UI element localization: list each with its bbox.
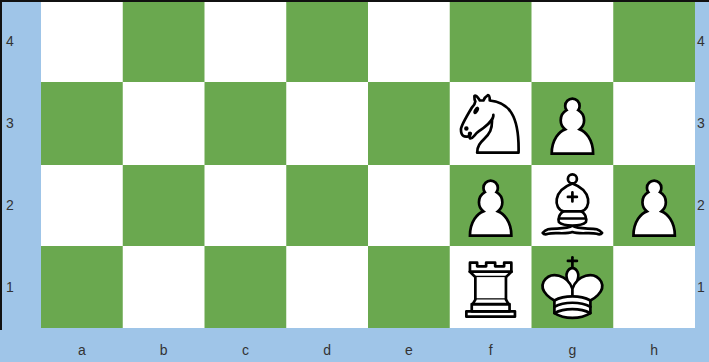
white-king	[542, 257, 602, 318]
file-label: c	[242, 343, 249, 357]
rank-label: 4	[6, 34, 14, 48]
white-knight	[461, 95, 519, 153]
white-pawn	[633, 181, 674, 236]
file-label: h	[650, 343, 658, 357]
rank-label: 2	[697, 198, 705, 212]
file-label: e	[405, 343, 413, 357]
rank-label: 3	[6, 116, 14, 130]
file-label: a	[78, 343, 86, 357]
white-bishop	[543, 174, 602, 234]
rank-label: 1	[6, 280, 14, 294]
board-squares	[41, 0, 695, 328]
file-label: f	[489, 343, 493, 357]
file-label: d	[323, 343, 331, 357]
rank-label: 4	[697, 34, 705, 48]
rank-label: 1	[697, 280, 705, 294]
rank-label: 2	[6, 198, 14, 212]
file-label: b	[160, 343, 168, 357]
white-rook	[466, 263, 515, 317]
white-pawn	[470, 181, 511, 236]
file-label: g	[568, 343, 576, 357]
white-pawn	[552, 99, 593, 154]
rank-label: 3	[697, 116, 705, 130]
